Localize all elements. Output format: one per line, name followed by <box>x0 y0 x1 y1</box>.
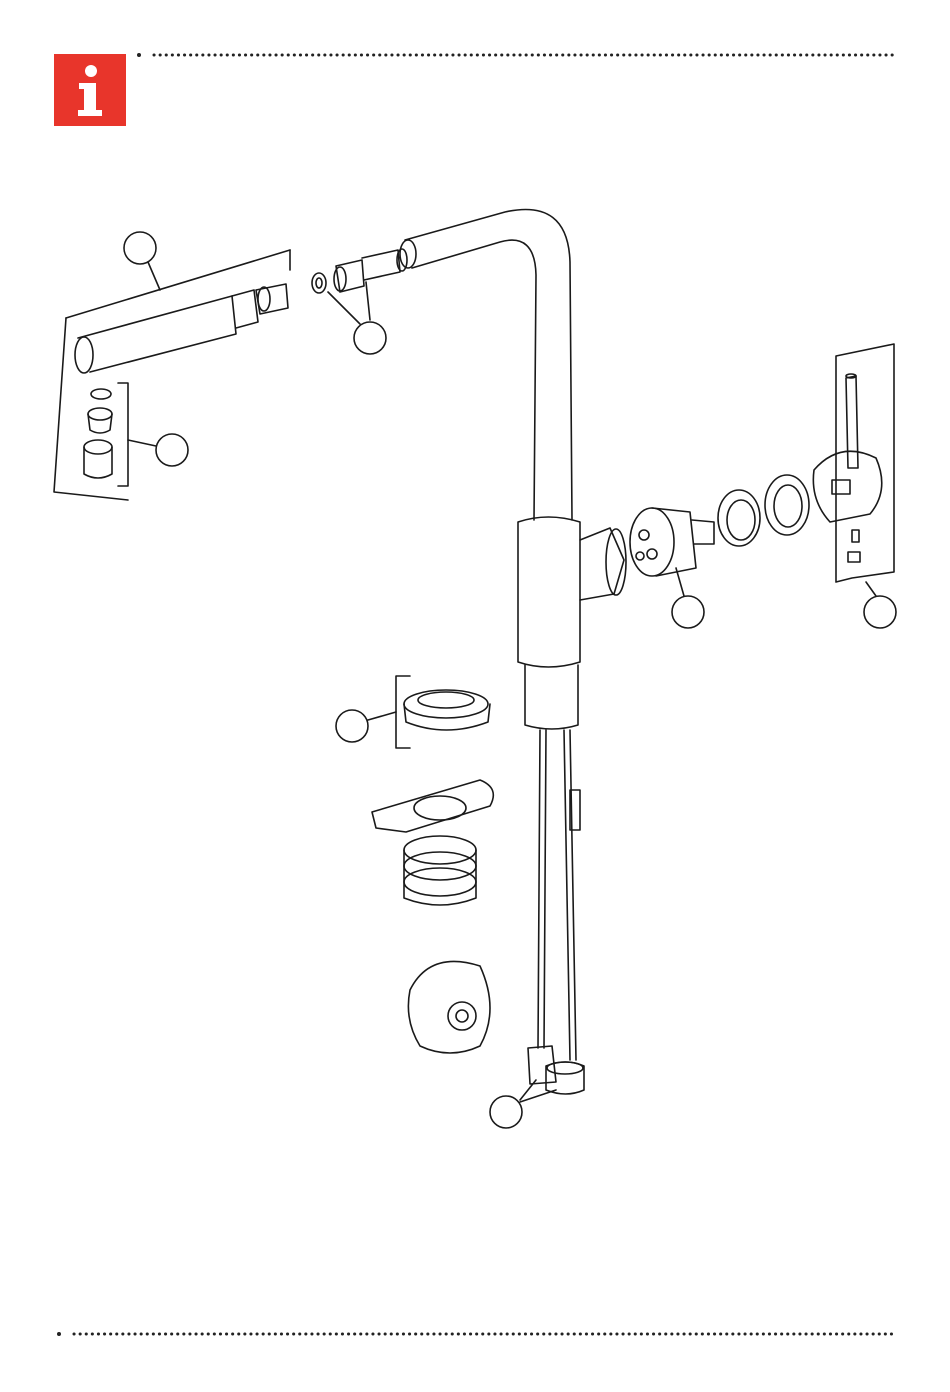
supply-hoses <box>528 730 584 1094</box>
callout-spout-handspray-leader <box>148 262 160 290</box>
callout-spout-connector-leader-a <box>328 292 360 324</box>
mounting-plate <box>372 780 493 905</box>
handspray-head <box>75 284 288 373</box>
aerator-set <box>84 389 112 478</box>
callout-aerator-set <box>156 434 188 466</box>
callout-cartridge <box>672 596 704 628</box>
callout-spout-connector <box>354 322 386 354</box>
cartridge-nut <box>718 475 809 546</box>
connector-parts <box>312 249 407 293</box>
callouts <box>124 232 896 1128</box>
callout-handle-kit <box>864 596 896 628</box>
cartridge <box>630 508 714 576</box>
callout-base-ring <box>336 710 368 742</box>
callout-spout-connector-leader-b <box>366 282 370 320</box>
bracket-aerator <box>118 383 128 486</box>
callout-cartridge-leader <box>676 568 684 596</box>
handle-kit <box>813 374 881 562</box>
callout-spout-handspray <box>124 232 156 264</box>
bracket-handle <box>836 344 894 582</box>
callout-aerator-set-leader <box>128 440 156 446</box>
mounting-nut <box>408 961 490 1053</box>
base-ring <box>404 690 490 730</box>
callout-hoses-leader-b <box>520 1090 556 1102</box>
callout-hoses <box>490 1096 522 1128</box>
callout-handle-kit-leader <box>866 582 876 596</box>
callout-base-ring-leader <box>368 712 396 720</box>
bracket-base-ring <box>396 676 410 748</box>
spout-tube <box>400 209 572 520</box>
faucet-body <box>518 517 626 729</box>
